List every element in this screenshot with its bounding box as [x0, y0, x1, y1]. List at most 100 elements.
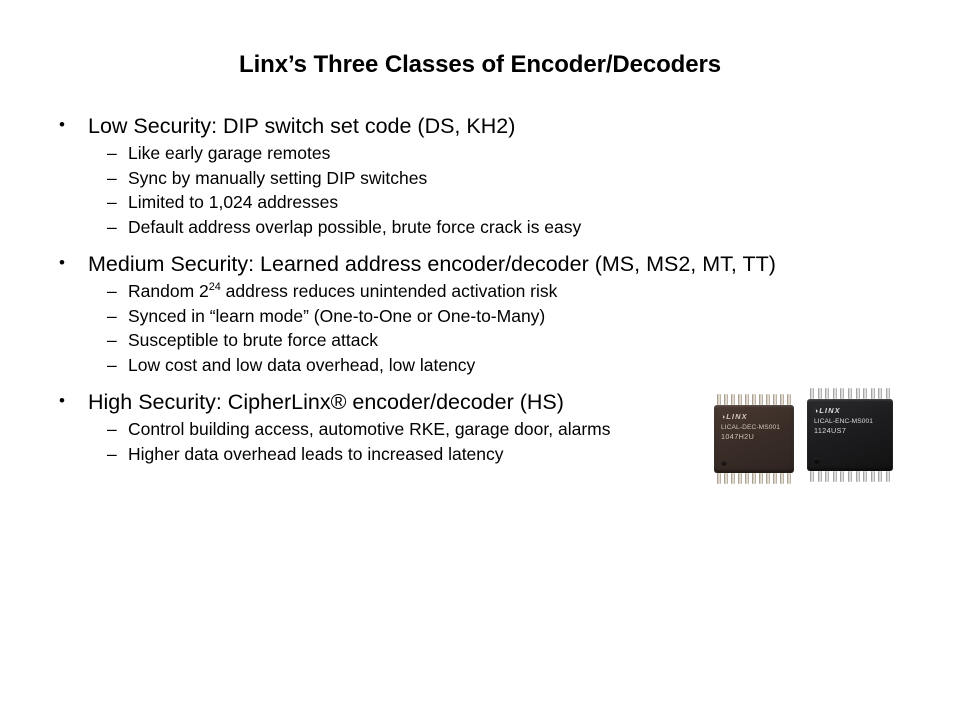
- decoder-chip-image: ◑LINX LICAL-DEC-MS001 1047H2U: [714, 394, 794, 484]
- list-item-text: Sync by manually setting DIP switches: [128, 167, 428, 188]
- chip-pin: [870, 388, 875, 399]
- list-item-text: Like early garage remotes: [128, 143, 331, 163]
- bullet-heading-text: Low Security: DIP switch set code (DS, K…: [88, 114, 516, 138]
- chip-pin: [840, 388, 845, 399]
- chip-markings: ◑LINX LICAL-ENC-MS001 1124US7: [814, 406, 889, 437]
- linx-logo-icon: ◑: [721, 414, 726, 421]
- chip-brand-label: ◑LINX: [814, 406, 889, 417]
- chip-pin: [780, 473, 784, 484]
- chip-pin: [738, 394, 742, 405]
- chip-pin: [810, 388, 814, 399]
- chip-brand-text: LINX: [726, 412, 748, 421]
- chip-pin: [832, 388, 837, 399]
- chip-pin: [847, 471, 852, 482]
- chip-pin: [847, 388, 852, 399]
- chip-pin: [724, 394, 728, 405]
- chip-pin: [759, 473, 763, 484]
- chip-pin: [745, 394, 749, 405]
- chip-pin: [878, 471, 883, 482]
- list-item: – Limited to 1,024 addresses: [55, 190, 910, 215]
- chip-body: ◑LINX LICAL-DEC-MS001 1047H2U: [714, 405, 794, 473]
- chip-pin: [840, 471, 845, 482]
- dash-bullet-icon: –: [107, 443, 117, 464]
- chip-pin: [752, 394, 756, 405]
- chip-part-number: LICAL-DEC-MS001: [721, 423, 781, 431]
- chip-pin: [855, 388, 860, 399]
- chip-pin: [766, 394, 770, 405]
- dash-bullet-icon: –: [107, 305, 117, 326]
- linx-logo-icon: ◑: [814, 408, 819, 415]
- chip-markings: ◑LINX LICAL-DEC-MS001 1047H2U: [721, 412, 790, 443]
- chip-lot-code: 1124US7: [814, 426, 847, 436]
- chip-pin: [717, 473, 721, 484]
- list-item-text: Control building access, automotive RKE,…: [128, 419, 611, 439]
- dash-bullet-icon: –: [107, 143, 117, 163]
- bullet-dot-icon: •: [59, 391, 65, 410]
- chip-pin: [870, 471, 875, 482]
- chip-pins-bottom: [717, 473, 791, 484]
- bullet-group-medium-security: • Medium Security: Learned address encod…: [55, 251, 910, 377]
- chip-pin: [766, 473, 770, 484]
- chip-pin: [855, 471, 860, 482]
- chip-pin: [731, 473, 735, 484]
- chip-brand-text: LINX: [819, 406, 841, 415]
- chip-pin: [724, 473, 728, 484]
- bullet-group-low-security: • Low Security: DIP switch set code (DS,…: [55, 113, 910, 239]
- superscript-exponent: 24: [208, 281, 221, 294]
- bullet-group-high-security: • High Security: CipherLinx® encoder/dec…: [55, 389, 910, 466]
- chip-pin: [885, 471, 890, 482]
- list-item: – Low cost and low data overhead, low la…: [55, 353, 910, 378]
- list-item-text: Synced in “learn mode” (One-to-One or On…: [128, 305, 546, 326]
- chip-pins-bottom: [810, 471, 890, 482]
- encoder-chip-image: ◑LINX LICAL-ENC-MS001 1124US7: [807, 388, 893, 482]
- list-item: – Higher data overhead leads to increase…: [55, 442, 910, 467]
- dash-bullet-icon: –: [107, 167, 117, 188]
- list-item-text: Low cost and low data overhead, low late…: [128, 354, 476, 375]
- list-item: – Like early garage remotes: [55, 141, 910, 166]
- bullet-heading-medium-security: • Medium Security: Learned address encod…: [55, 251, 910, 277]
- chip-pin: [738, 473, 742, 484]
- dash-bullet-icon: –: [107, 216, 117, 237]
- chip-pin1-dimple-icon: [721, 460, 727, 466]
- chip-pin: [810, 471, 814, 482]
- list-item-superscript: – Random 224 address reduces unintended …: [55, 279, 910, 304]
- list-item: – Synced in “learn mode” (One-to-One or …: [55, 304, 910, 329]
- chip-pin: [863, 388, 868, 399]
- chip-pin: [832, 471, 837, 482]
- list-item: – Default address overlap possible, brut…: [55, 215, 910, 240]
- dash-bullet-icon: –: [107, 330, 117, 350]
- list-item-text-before: Random 2: [128, 281, 209, 301]
- chip-brand-label: ◑LINX: [721, 412, 790, 423]
- chip-body: ◑LINX LICAL-ENC-MS001 1124US7: [807, 399, 893, 471]
- chip-pin: [787, 394, 791, 405]
- list-item: – Susceptible to brute force attack: [55, 328, 910, 353]
- dash-bullet-icon: –: [107, 419, 117, 439]
- chip-pin: [787, 473, 791, 484]
- dash-bullet-icon: –: [107, 354, 117, 375]
- chip-pin: [885, 388, 890, 399]
- list-item-text: Limited to 1,024 addresses: [128, 192, 339, 212]
- bullet-heading-low-security: • Low Security: DIP switch set code (DS,…: [55, 113, 910, 139]
- chip-pin: [731, 394, 735, 405]
- chip-pin: [863, 471, 868, 482]
- list-item: – Control building access, automotive RK…: [55, 417, 910, 442]
- chip-pin: [745, 473, 749, 484]
- ic-chip-photo: ◑LINX LICAL-DEC-MS001 1047H2U: [706, 386, 902, 486]
- list-item: – Sync by manually setting DIP switches: [55, 166, 910, 191]
- chip-pin: [817, 388, 822, 399]
- chip-part-number: LICAL-ENC-MS001: [814, 417, 874, 425]
- bullet-dot-icon: •: [59, 115, 65, 134]
- chip-pin: [773, 394, 777, 405]
- chip-pin: [717, 394, 721, 405]
- list-item-text: Higher data overhead leads to increased …: [128, 443, 504, 464]
- chip-pin1-dimple-icon: [814, 458, 820, 464]
- list-item-text: Susceptible to brute force attack: [128, 330, 378, 350]
- bullet-heading-text: High Security: CipherLinx® encoder/decod…: [88, 390, 564, 414]
- bullet-heading-high-security: • High Security: CipherLinx® encoder/dec…: [55, 389, 910, 415]
- chip-pin: [825, 471, 830, 482]
- chip-pin: [752, 473, 756, 484]
- dash-bullet-icon: –: [107, 281, 117, 301]
- chip-pin: [825, 388, 830, 399]
- chip-pins-top: [717, 394, 791, 405]
